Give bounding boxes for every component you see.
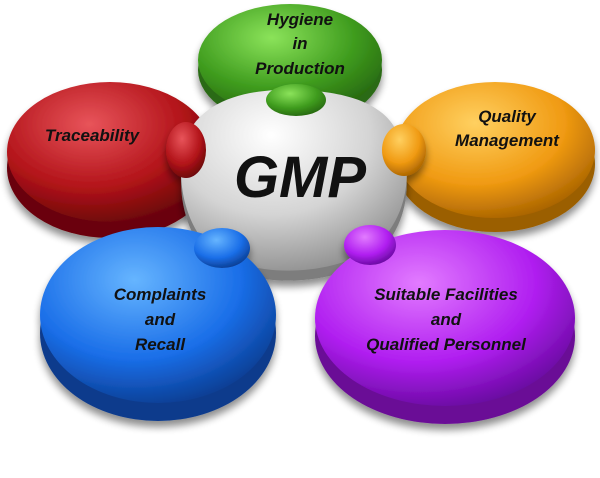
petal-quality — [395, 82, 595, 232]
petal-complaints — [40, 227, 276, 421]
label-facilities: Suitable Facilities and Qualified Person… — [366, 285, 527, 354]
label-quality-line-2: Management — [455, 131, 560, 150]
petal-traceability — [7, 82, 213, 238]
label-hygiene-line-3: Production — [255, 59, 345, 78]
label-hygiene-line-1: Hygiene — [267, 10, 333, 29]
label-facilities-line-3: Qualified Personnel — [366, 335, 527, 354]
label-complaints-line-2: and — [145, 310, 176, 329]
label-complaints-line-1: Complaints — [114, 285, 207, 304]
label-facilities-line-1: Suitable Facilities — [374, 285, 518, 304]
label-complaints-line-3: Recall — [135, 335, 186, 354]
label-hygiene: Hygiene in Production — [255, 10, 345, 78]
label-complaints: Complaints and Recall — [114, 285, 207, 354]
center-label: GMP — [234, 145, 366, 210]
petal-facilities — [315, 225, 575, 424]
label-facilities-line-2: and — [431, 310, 462, 329]
label-quality-line-1: Quality — [478, 107, 537, 126]
label-quality: Quality Management — [455, 107, 560, 150]
label-traceability: Traceability — [45, 126, 141, 145]
label-hygiene-line-2: in — [292, 34, 307, 53]
label-traceability-line-1: Traceability — [45, 126, 141, 145]
